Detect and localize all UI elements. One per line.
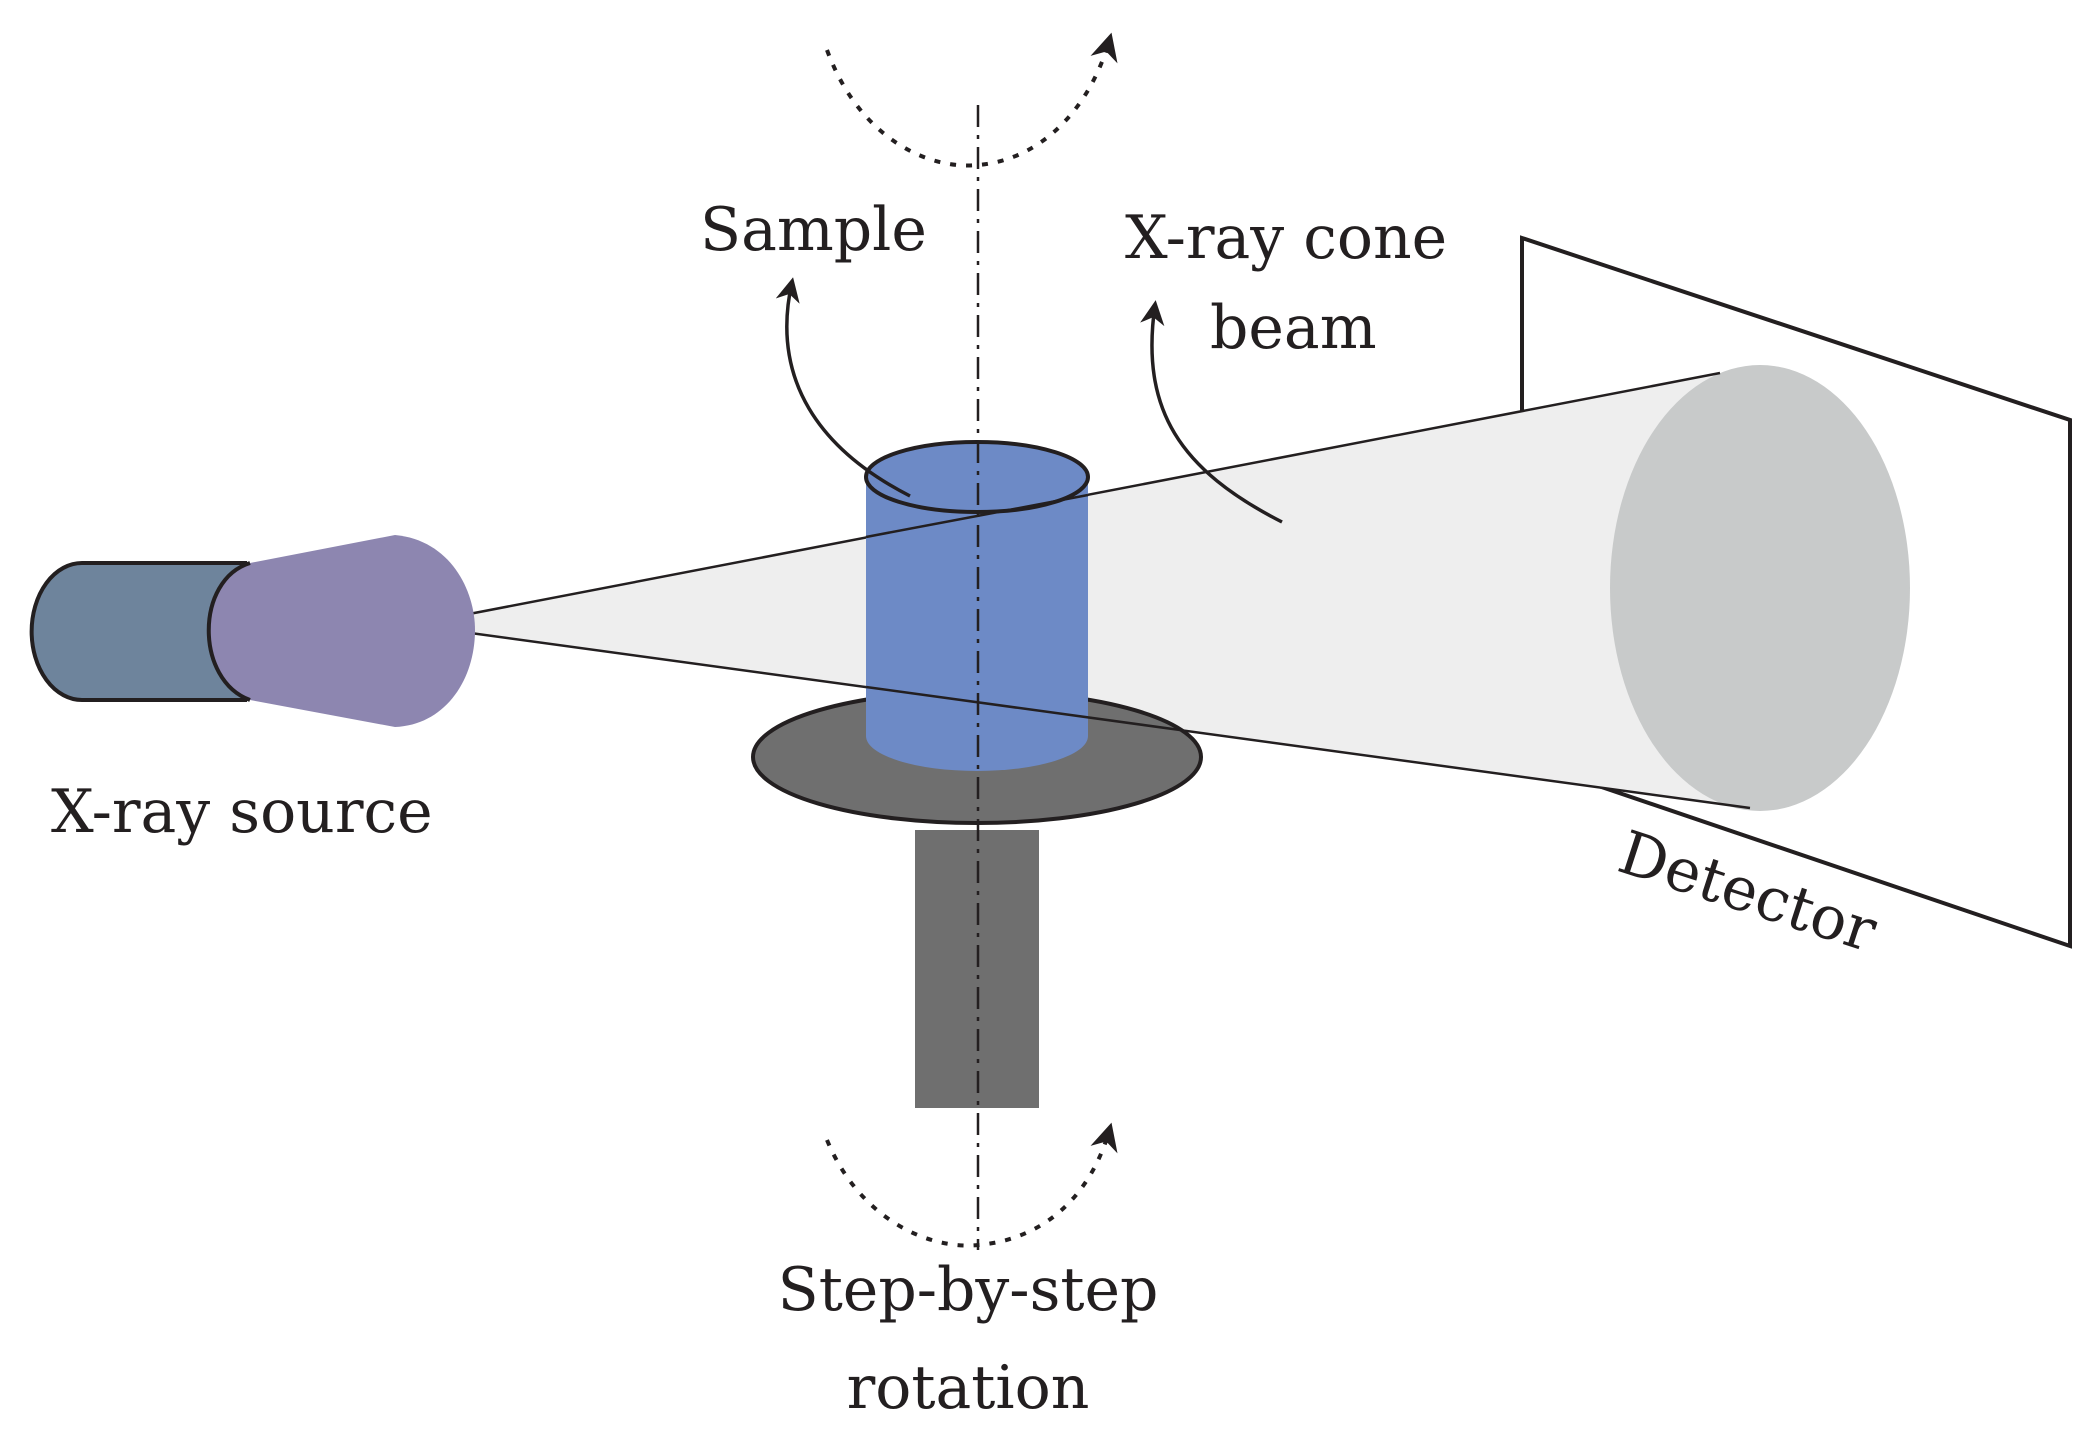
label-cone-beam-line1: X-ray cone <box>1125 203 1447 273</box>
label-rotation-line2: rotation <box>847 1353 1090 1423</box>
rotation-arrow-bottom <box>825 1122 1118 1248</box>
xray-source-nozzle-rim <box>206 561 251 702</box>
cone-beam-bottom-edge-front <box>865 685 1181 732</box>
label-rotation-line1: Step-by-step <box>778 1255 1159 1325</box>
rotation-arrow-top <box>825 32 1118 168</box>
cone-beam-pointer-arrow <box>1140 300 1283 524</box>
label-sample: Sample <box>700 195 927 265</box>
xray-source-nozzle <box>208 535 475 727</box>
label-xray-source: X-ray source <box>51 777 433 847</box>
label-cone-beam-line2: beam <box>1210 293 1377 363</box>
beam-spot-on-detector <box>1610 365 1910 811</box>
sample-pointer-arrow <box>775 277 911 498</box>
xray-source-body <box>29 561 247 702</box>
xray-cone-beam <box>412 373 1856 808</box>
